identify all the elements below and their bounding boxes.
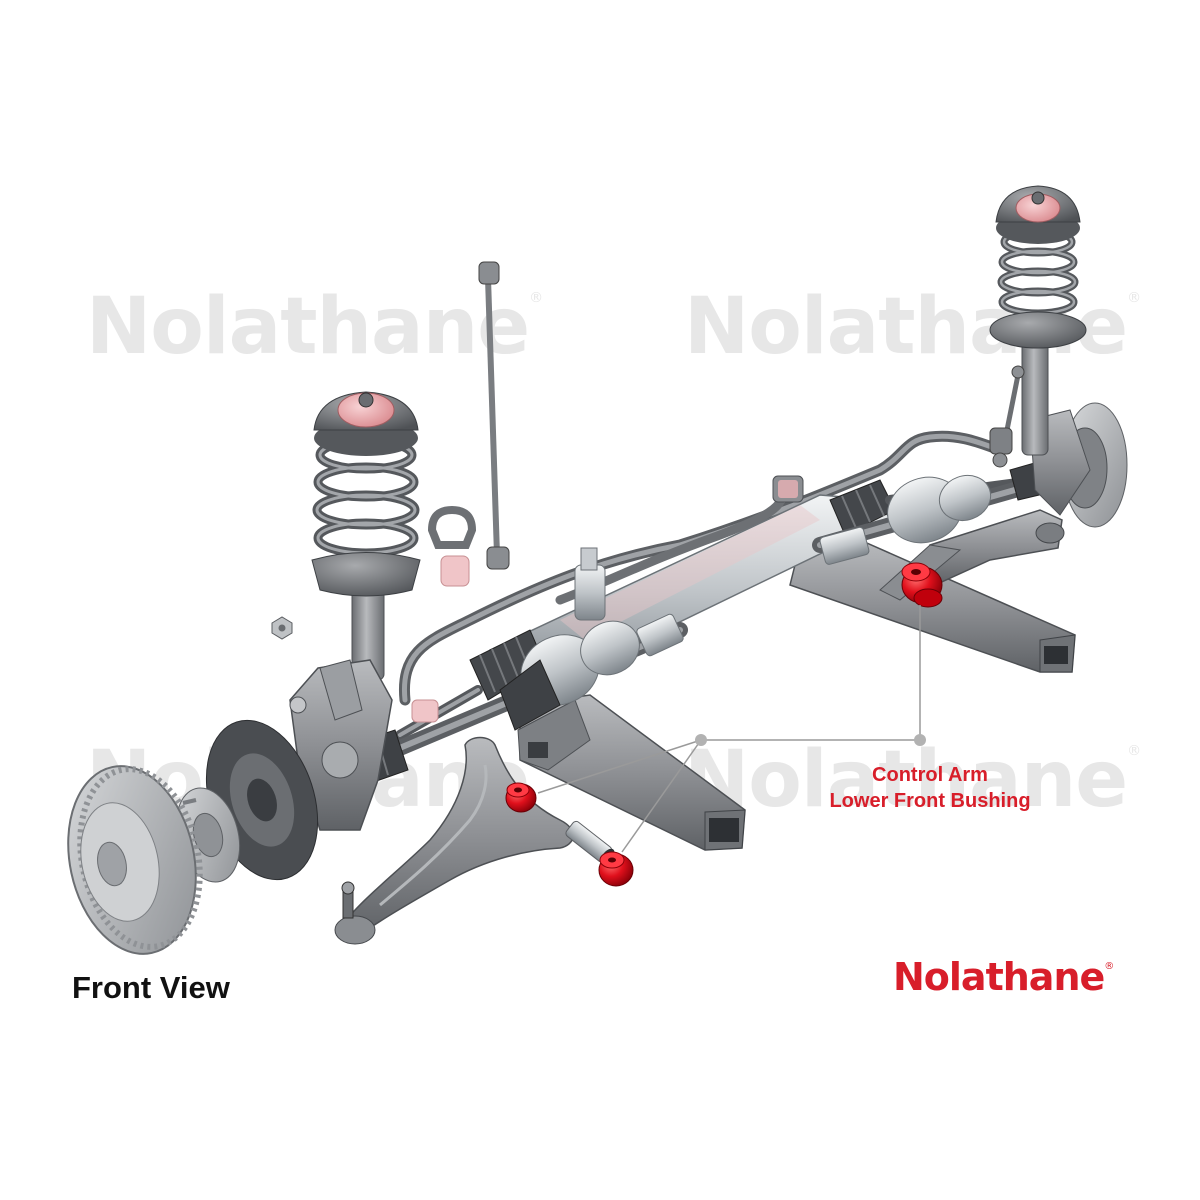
callout-label: Control Arm Lower Front Bushing xyxy=(790,762,1070,814)
brake-rotor xyxy=(67,765,203,955)
bushing-control-arm-right xyxy=(901,562,943,608)
sway-bar-clamp xyxy=(427,505,477,587)
watermark-bottom-right: Nolathane® xyxy=(684,735,1141,825)
leader-dot-right xyxy=(914,734,926,746)
sway-bar-mount-right xyxy=(772,475,804,503)
callout-line-2: Lower Front Bushing xyxy=(829,790,1031,812)
strut-left xyxy=(289,391,421,831)
rack-boot-right xyxy=(829,479,896,536)
bushing-front-left-upper xyxy=(505,782,537,813)
bushing-front-left-lower xyxy=(598,851,634,887)
view-label: Front View xyxy=(72,970,230,1005)
sway-bar-link xyxy=(478,261,510,570)
callout-line-1: Control Arm xyxy=(872,764,988,786)
registered-mark: ® xyxy=(1104,961,1114,972)
leader-dot-center xyxy=(695,734,707,746)
strut-right xyxy=(989,185,1128,528)
nut xyxy=(271,616,293,640)
brand-name: Nolathane xyxy=(893,955,1105,999)
brand-logo: Nolathane® xyxy=(893,955,1114,999)
watermark-top-left: Nolathane® xyxy=(86,282,543,372)
